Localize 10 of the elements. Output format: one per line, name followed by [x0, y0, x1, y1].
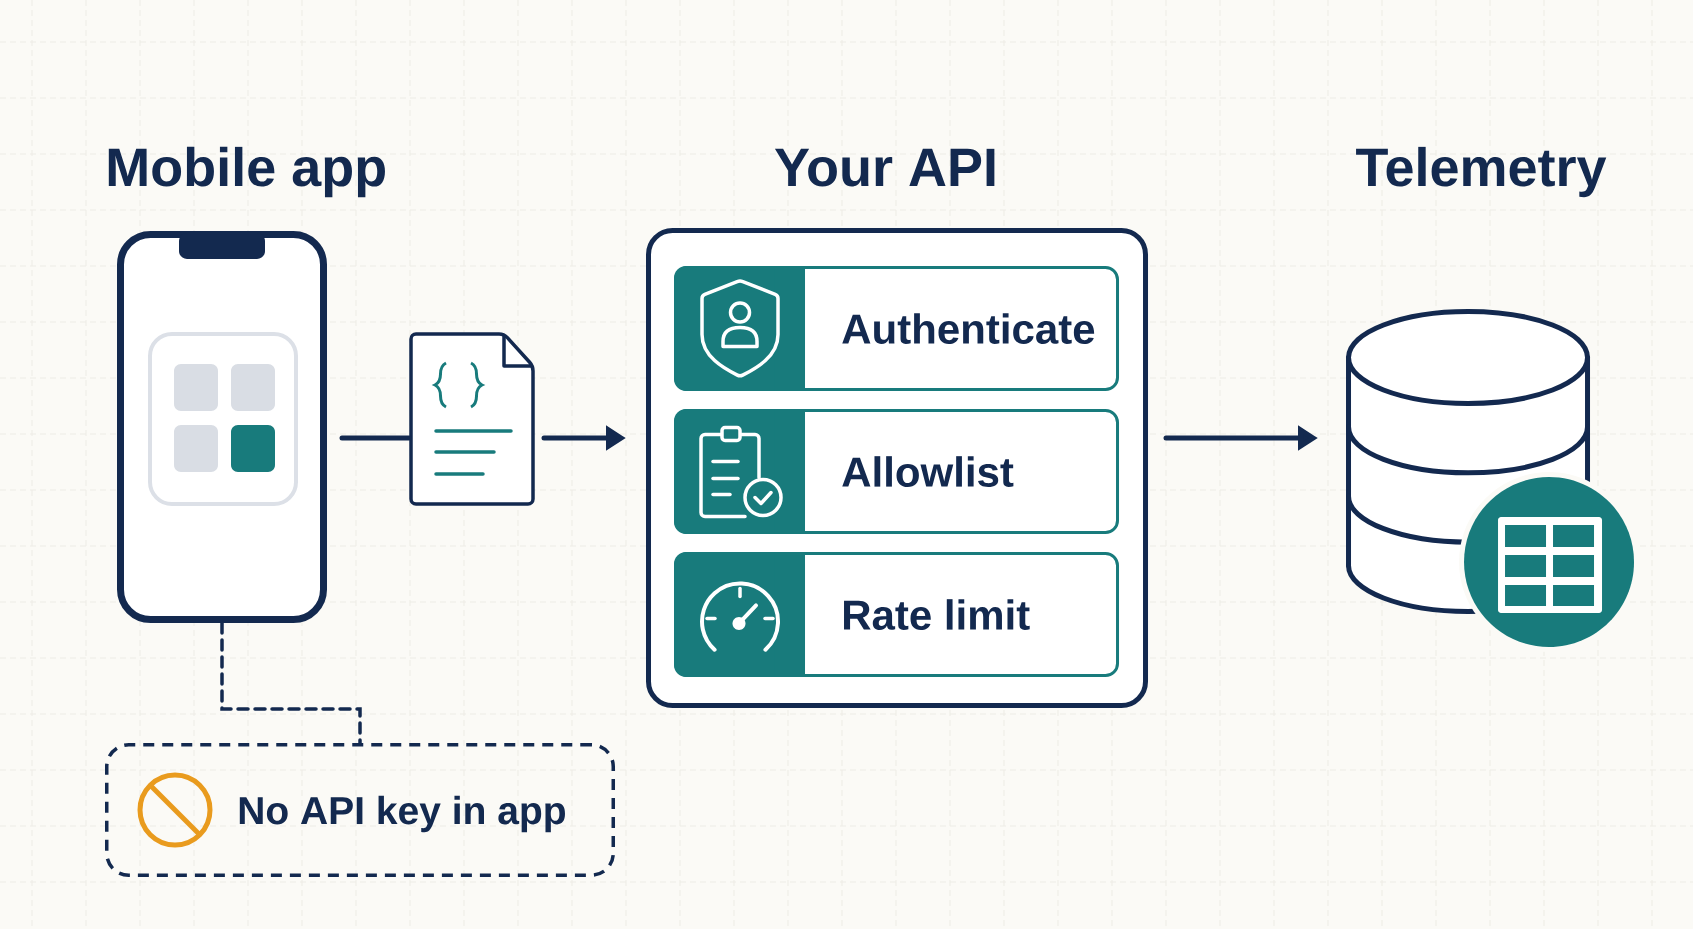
heading: Mobile app: [108, 146, 385, 198]
connector-line: [220, 621, 362, 745]
step-box: Authenticate: [674, 266, 1119, 391]
note-box: No API key in app: [105, 743, 615, 877]
step-box: Rate limit: [674, 552, 1119, 677]
document-icon: [409, 332, 535, 506]
heading: Telemetry: [1356, 146, 1607, 198]
connector-line: [339, 435, 412, 441]
step-box: Allowlist: [674, 409, 1119, 534]
heading: Your API: [774, 148, 995, 187]
